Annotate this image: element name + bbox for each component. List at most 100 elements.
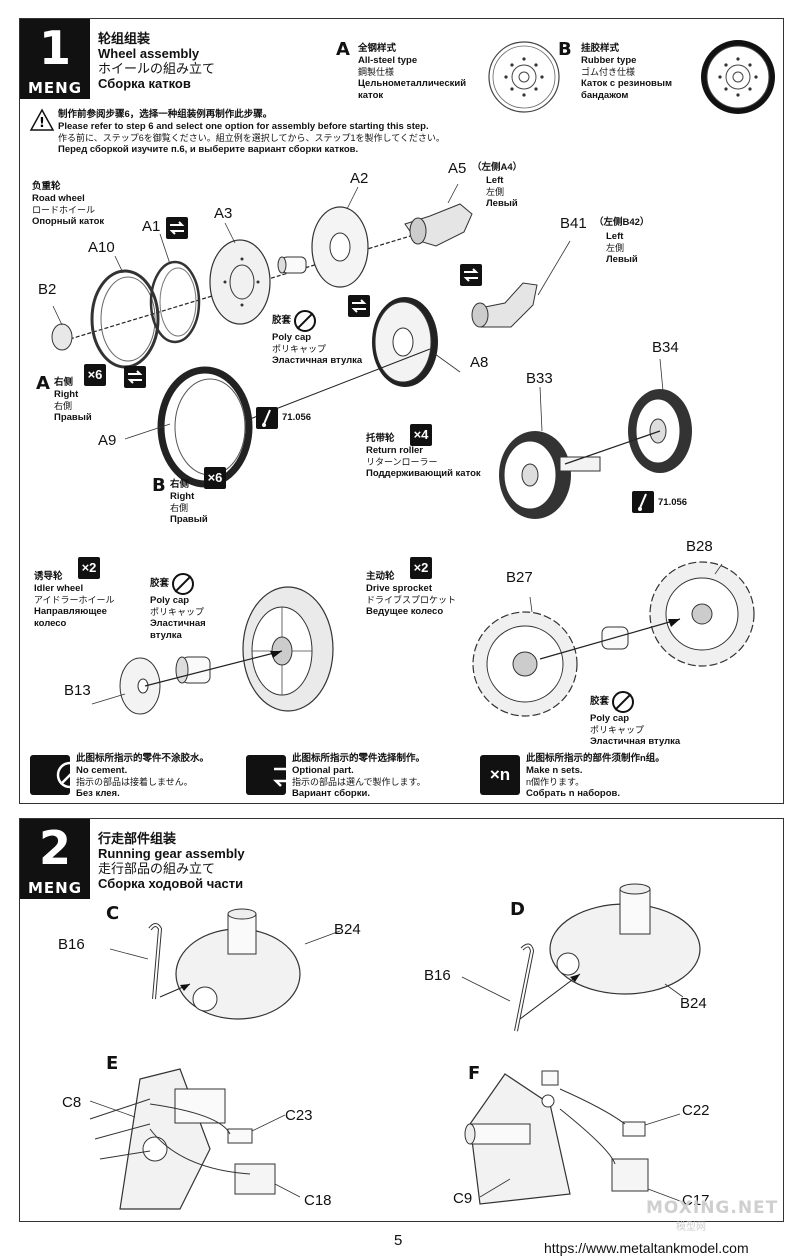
part-label-b13: B13 [64,682,91,699]
sprocket-ru: Ведущее колесо [366,606,444,617]
part-label-b24-c: B24 [334,921,361,938]
legend-no-cement-text: 此图标所指示的零件不涂胶水。 No cement. 指示の部品は接着しません。 … [76,753,209,800]
paint-brush-icon [256,407,278,429]
legend-no-cement-en: No cement. [76,765,128,776]
step1-number-box: 1 MENG [20,19,90,99]
return-roller-ru: Поддерживающий каток [366,468,481,479]
watermark-sub: 模型网 [676,1222,706,1233]
part-label-b2: B2 [38,281,57,298]
option-b-cn: 挂胶样式 [581,43,620,54]
right-a-cn: 右侧 [54,377,74,388]
step2-number: 2 [38,821,71,875]
idler-cap-jp: ポリキャップ [150,607,205,617]
road-wheel-cn: 负重轮 [32,181,61,192]
step2-title-jp: 走行部品の組み立て [98,861,216,876]
part-label-a10: A10 [88,239,115,256]
option-a-letter: A [336,39,350,60]
road-wheel-jp: ロードホイール [32,205,96,215]
right-b-en: Right [170,491,195,502]
optional-part-icon [124,366,146,388]
option-a-cn: 全钢样式 [358,43,397,54]
idler-cap-ru1: Эластичная [150,618,206,629]
b41-left-text: Left 左側 Левый [606,231,638,266]
sub-step-f: F [468,1063,481,1084]
step1-panel: 1 MENG 轮组组装 Wheel assembly ホイールの組み立て Сбо… [19,18,784,804]
part-label-b27: B27 [506,569,533,586]
step2-title-en: Running gear assembly [98,846,245,861]
option-a-ru1: Цельнометаллический [358,78,467,89]
running-gear-diagram [89,883,701,1210]
sprocket-cap-cn: 胶套 [590,696,610,707]
legend-no-cement-ru: Без клея. [76,788,120,799]
part-label-c8: C8 [62,1094,82,1111]
paint-code-71056-a: 71.056 [282,412,312,423]
sprocket-multiplier-badge: ×2 [410,557,432,579]
option-b-letter: B [558,39,572,60]
sprocket-en: Drive sprocket [366,583,433,594]
a5-left-note: （左侧A4） [472,162,523,173]
idler-ru2: колесо [34,618,67,629]
warning-cn: 制作前参阅步骤6，选择一种组装例再制作此步骤。 [58,109,273,120]
part-label-c23: C23 [285,1107,313,1124]
a5-left-en: Left [486,175,504,186]
legend-optional-cn: 此图标所指示的零件选择制作。 [292,753,426,764]
warning-triangle-icon: ! [29,108,55,131]
idler-en: Idler wheel [34,583,84,594]
part-label-c9: C9 [453,1190,473,1207]
option-b-text: 挂胶样式 Rubber type ゴム付き仕様 Каток с резиновы… [581,43,672,102]
b41-left-en: Left [606,231,624,242]
a5-left-text: Left 左側 Левый [486,175,518,210]
legend-make-n-sets-icon: ×n [480,755,520,795]
return-roller-jp: リターンローラー [366,457,438,467]
a5-left-ru: Левый [486,198,518,209]
step2-brand-logo: MENG [27,879,83,897]
right-a-en: Right [54,389,79,400]
step2-title-ru: Сборка ходовой части [98,876,244,891]
step1-title-en: Wheel assembly [98,46,200,61]
return-roller-label: 托带轮 Return roller リターンローラー Поддерживающи… [366,433,481,480]
sprocket-cn: 主动轮 [366,571,395,582]
b41-left-note: （左侧B42） [594,217,650,228]
part-label-a9: A9 [98,432,117,449]
page-number: 5 [394,1232,403,1249]
step2-title-cn: 行走部件组装 [98,831,177,846]
a5-left-jp: 左側 [486,187,505,197]
optional-part-icon [348,295,370,317]
right-a-multiplier-badge: ×6 [84,364,106,386]
road-wheel-ru: Опорный каток [32,216,105,227]
warning-ru: Перед сборкой изучите п.6, и выберите ва… [58,144,359,155]
option-a-wheel-illustration [488,41,560,113]
option-b-ru2: бандажом [581,90,629,101]
b41-left-jp: 左側 [606,243,625,253]
idler-poly-cap-label: 胶套 Poly cap ポリキャップ Эластичная втулка [150,573,206,642]
return-roller-multiplier-badge: ×4 [410,424,432,446]
idler-wheel-label: 诱导轮 Idler wheel アイドラーホイール Направляющее к… [34,571,115,630]
legend-no-cement-icon [30,755,84,795]
return-roller-en: Return roller [366,445,424,456]
legend-no-cement-cn: 此图标所指示的零件不涂胶水。 [76,753,210,764]
option-b-jp: ゴム付き仕様 [581,67,636,77]
legend-no-cement-jp: 指示の部品は接着しません。 [76,777,193,787]
idler-wheel-diagram [91,586,334,715]
return-roller-cn: 托带轮 [366,433,395,444]
sprocket-cap-en: Poly cap [590,713,630,724]
option-a-jp: 鋼製仕様 [358,67,395,77]
part-label-c18: C18 [304,1192,332,1209]
part-label-a1: A1 [142,218,161,235]
option-b-en: Rubber type [581,55,637,66]
poly-cap-jp: ポリキャップ [272,344,327,354]
legend-optional-part-icon [246,755,300,795]
part-label-b34: B34 [652,339,679,356]
step1-brand-logo: MENG [27,79,83,97]
warning-text: 制作前参阅步骤6，选择一种组装例再制作此步骤。 Please refer to … [58,109,445,156]
warning-en: Please refer to step 6 and select one op… [58,121,429,132]
legend-nsets-ru: Собрать n наборов. [526,788,620,799]
part-label-c22: C22 [682,1102,710,1119]
part-label-b33: B33 [526,370,553,387]
right-a-jp: 右側 [54,401,73,411]
legend-nsets-cn: 此图标所指示的部件须制作n组。 [526,753,665,764]
poly-cap-cn: 胶套 [272,315,292,326]
right-a-ru: Правый [54,412,92,423]
no-cement-icon [294,310,317,332]
sprocket-cap-ru: Эластичная втулка [590,736,681,747]
